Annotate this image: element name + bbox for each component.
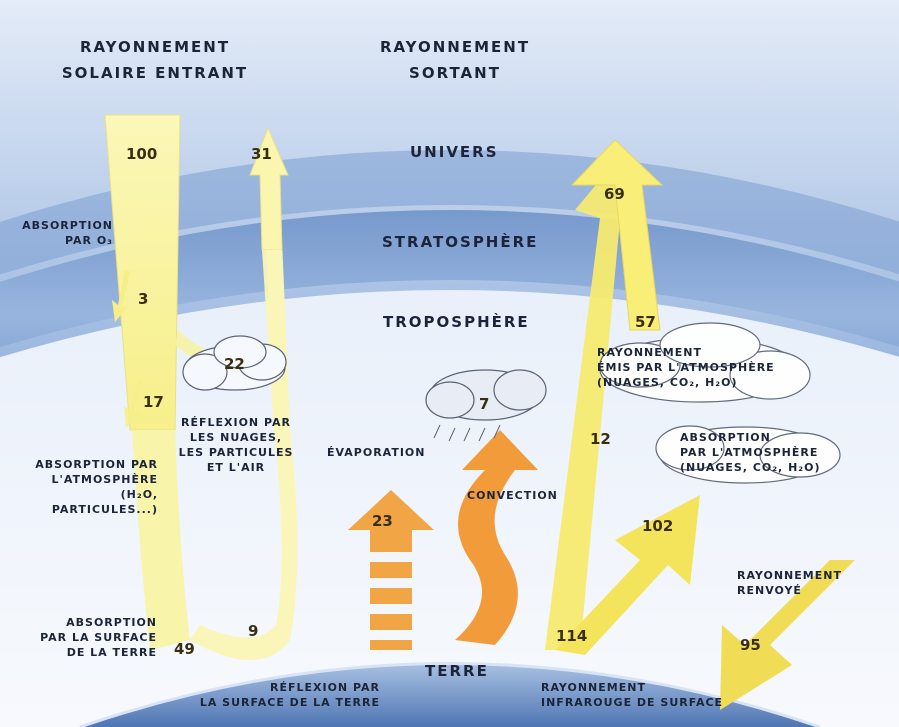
label-surface-ir: RAYONNEMENT INFRAROUGE DE SURFACE xyxy=(541,680,723,710)
label-reflexion-line3: LES PARTICULES xyxy=(170,445,302,460)
label-renvoye-line1: RAYONNEMENT xyxy=(737,568,842,583)
value-convection: 7 xyxy=(479,395,489,413)
label-absorbed-line3: (NUAGES, CO₂, H₂O) xyxy=(680,460,820,475)
label-surface-refl-line2: LA SURFACE DE LA TERRE xyxy=(175,695,380,710)
label-reflexion-line1: RÉFLEXION PAR xyxy=(170,415,302,430)
value-ozone: 3 xyxy=(138,290,148,308)
label-reflexion: RÉFLEXION PAR LES NUAGES, LES PARTICULES… xyxy=(170,415,302,475)
label-ozone: ABSORPTION PAR O₃ xyxy=(5,218,113,248)
label-surface-ir-line2: INFRAROUGE DE SURFACE xyxy=(541,695,723,710)
outgoing-header: RAYONNEMENT SORTANT xyxy=(360,38,550,82)
label-absorbed-line2: PAR L'ATMOSPHÈRE xyxy=(680,445,820,460)
value-surface-ir: 114 xyxy=(556,627,587,645)
label-emitted-line2: ÉMIS PAR L'ATMOSPHÈRE xyxy=(597,360,775,375)
label-convection: CONVECTION xyxy=(467,488,558,503)
layer-troposphere: TROPOSPHÈRE xyxy=(383,313,530,331)
value-cloud-reflection: 22 xyxy=(224,355,245,373)
layer-univers: UNIVERS xyxy=(410,143,499,161)
value-evaporation: 23 xyxy=(372,512,393,530)
outgoing-header-line2: SORTANT xyxy=(360,64,550,82)
incoming-header: RAYONNEMENT SOLAIRE ENTRANT xyxy=(50,38,260,82)
value-window-ir: 12 xyxy=(590,430,611,448)
label-emitted: RAYONNEMENT ÉMIS PAR L'ATMOSPHÈRE (NUAGE… xyxy=(597,345,775,390)
label-emitted-line1: RAYONNEMENT xyxy=(597,345,775,360)
layer-terre: TERRE xyxy=(425,662,489,680)
value-absorbed-by-atm: 102 xyxy=(642,517,673,535)
value-atmosphere-emitted: 57 xyxy=(635,313,656,331)
label-surface-refl-line1: RÉFLEXION PAR xyxy=(175,680,380,695)
label-atm-abs-line2: L'ATMOSPHÈRE xyxy=(10,472,158,487)
value-back-radiation: 95 xyxy=(740,636,761,654)
label-evaporation: ÉVAPORATION xyxy=(327,445,426,460)
label-renvoye-line2: RENVOYÉ xyxy=(737,583,842,598)
incoming-header-line2: SOLAIRE ENTRANT xyxy=(50,64,260,82)
outgoing-header-line1: RAYONNEMENT xyxy=(360,38,550,56)
label-surface-ir-line1: RAYONNEMENT xyxy=(541,680,723,695)
layer-stratosphere: STRATOSPHÈRE xyxy=(382,233,538,251)
label-reflexion-line4: ET L'AIR xyxy=(170,460,302,475)
label-ozone-line2: PAR O₃ xyxy=(5,233,113,248)
label-surface-abs-line1: ABSORPTION xyxy=(15,615,157,630)
value-surface-absorption: 49 xyxy=(174,640,195,658)
label-emitted-line3: (NUAGES, CO₂, H₂O) xyxy=(597,375,775,390)
label-surface-abs-line3: DE LA TERRE xyxy=(15,645,157,660)
label-surface-absorption: ABSORPTION PAR LA SURFACE DE LA TERRE xyxy=(15,615,157,660)
label-absorbed-line1: ABSORPTION xyxy=(680,430,820,445)
label-surface-reflection: RÉFLEXION PAR LA SURFACE DE LA TERRE xyxy=(175,680,380,710)
incoming-header-line1: RAYONNEMENT xyxy=(50,38,260,56)
label-surface-abs-line2: PAR LA SURFACE xyxy=(15,630,157,645)
value-outgoing-total: 69 xyxy=(604,185,625,203)
label-renvoye: RAYONNEMENT RENVOYÉ xyxy=(737,568,842,598)
label-atm-abs-line1: ABSORPTION PAR xyxy=(10,457,158,472)
label-atm-abs-line3: (H₂O, xyxy=(10,487,158,502)
label-atmosphere-absorption: ABSORPTION PAR L'ATMOSPHÈRE (H₂O, PARTIC… xyxy=(10,457,158,517)
label-absorbed: ABSORPTION PAR L'ATMOSPHÈRE (NUAGES, CO₂… xyxy=(680,430,820,475)
value-incoming: 100 xyxy=(126,145,157,163)
label-reflexion-line2: LES NUAGES, xyxy=(170,430,302,445)
value-surface-reflection: 9 xyxy=(248,622,258,640)
label-ozone-line1: ABSORPTION xyxy=(5,218,113,233)
value-reflected-total: 31 xyxy=(251,145,272,163)
value-atmosphere-absorption: 17 xyxy=(143,393,164,411)
label-atm-abs-line4: PARTICULES...) xyxy=(10,502,158,517)
